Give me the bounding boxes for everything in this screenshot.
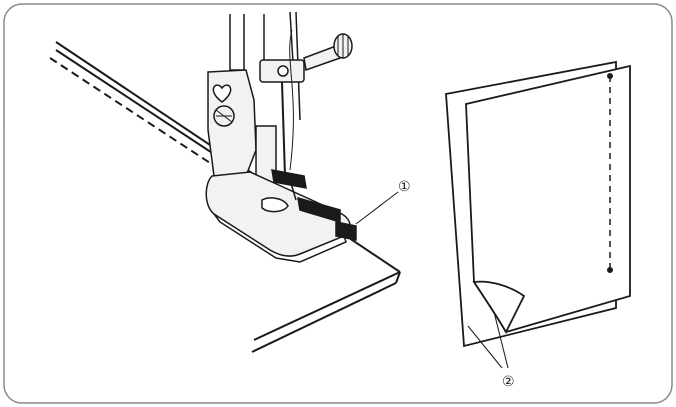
callout-1-label: ① (398, 179, 411, 195)
seam-end-dot (607, 267, 613, 273)
callout-2: ② (502, 374, 515, 390)
presser-foot-shank (207, 69, 277, 198)
diagram-border (3, 3, 673, 404)
presser-foot (205, 169, 357, 263)
callout-2-leader-a (467, 325, 503, 369)
callout-1: ① (398, 179, 411, 195)
seam-line (49, 57, 237, 181)
callout-2-leader-b (493, 311, 509, 369)
callout-1-leader (355, 191, 399, 225)
callout-2-label: ② (502, 374, 515, 390)
needle-bar-assembly (229, 11, 353, 177)
seam-start-dot (607, 73, 613, 79)
folded-fabric (445, 60, 631, 348)
